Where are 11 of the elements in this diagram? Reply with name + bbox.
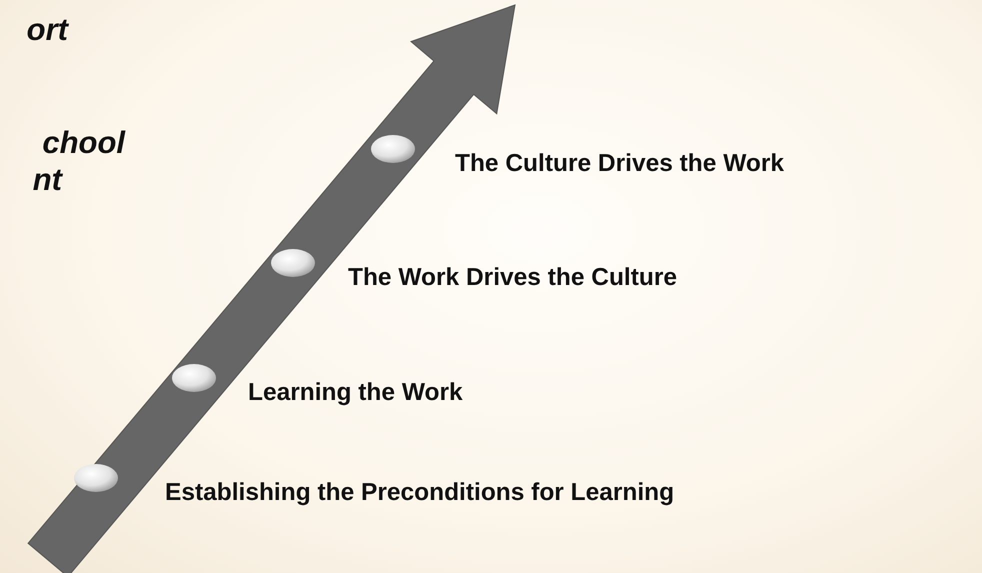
milestone-dot — [270, 248, 316, 278]
milestone-label: The Work Drives the Culture — [348, 264, 678, 292]
milestone-dot — [171, 363, 217, 393]
milestone-label: The Culture Drives the Work — [455, 150, 784, 178]
cropped-heading-text: chool — [42, 125, 125, 161]
milestone-label: Establishing the Preconditions for Learning — [165, 479, 674, 507]
cropped-heading-text: ort — [26, 12, 68, 48]
milestone-dot — [73, 463, 119, 493]
milestone-label: Learning the Work — [248, 379, 463, 407]
cropped-heading-text: nt — [32, 162, 62, 198]
milestone-dot — [370, 134, 416, 164]
